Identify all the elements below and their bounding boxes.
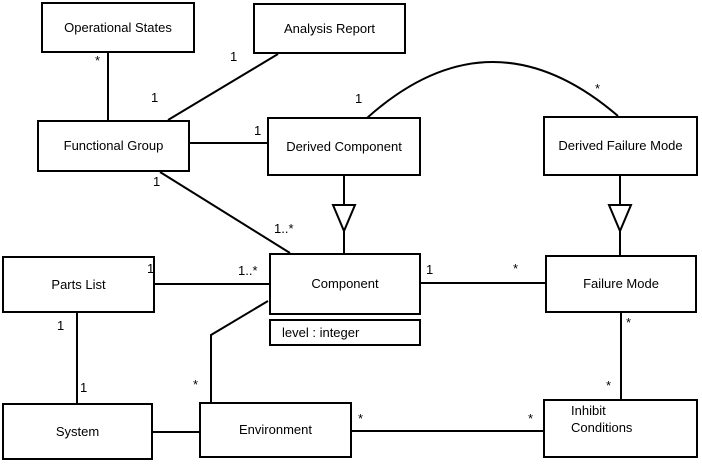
class-name: Operational States bbox=[64, 19, 172, 35]
multiplicity-label: * bbox=[606, 378, 612, 393]
multiplicity-label: 1 bbox=[57, 318, 65, 333]
multiplicity-label: * bbox=[358, 411, 364, 426]
class-name: Environment bbox=[239, 422, 312, 437]
class-name: Component bbox=[311, 276, 379, 291]
multiplicity-label: * bbox=[528, 411, 534, 426]
association-arc-derived-component-derived-failure-mode bbox=[366, 61, 619, 119]
multiplicity-label: * bbox=[626, 315, 632, 330]
multiplicity-label: * bbox=[595, 81, 601, 96]
class-name-line: Conditions bbox=[571, 420, 633, 435]
multiplicity-label: 1..* bbox=[238, 263, 258, 278]
association-functional-group-analysis-report bbox=[167, 53, 279, 121]
multiplicity-label: 1 bbox=[147, 261, 155, 276]
class-operational-states: Operational States bbox=[41, 2, 195, 53]
class-name: Derived Failure Mode bbox=[558, 138, 683, 153]
association-environment-component bbox=[210, 300, 269, 402]
multiplicity-label: 1 bbox=[426, 262, 434, 277]
class-name: Functional Group bbox=[63, 138, 164, 153]
multiplicity-label: 1 bbox=[355, 91, 363, 106]
class-name: Derived Component bbox=[286, 138, 402, 154]
class-environment: Environment bbox=[199, 402, 352, 458]
association-functional-group-component bbox=[159, 171, 291, 254]
multiplicity-label: * bbox=[95, 53, 101, 68]
class-name: System bbox=[55, 423, 100, 439]
class-component-attributes: level : integer bbox=[269, 319, 421, 346]
generalization-triangle-icon bbox=[607, 204, 633, 234]
generalization-triangle-icon bbox=[331, 204, 357, 234]
attribute-label: level : integer bbox=[282, 324, 360, 340]
class-derived-component: Derived Component bbox=[267, 117, 421, 176]
multiplicity-label: 1..* bbox=[274, 221, 294, 236]
class-functional-group: Functional Group bbox=[37, 120, 190, 172]
class-analysis-report: Analysis Report bbox=[253, 3, 406, 54]
multiplicity-label: 1 bbox=[151, 90, 159, 105]
class-name-line: Inhibit bbox=[571, 403, 606, 418]
class-failure-mode: Failure Mode bbox=[545, 255, 697, 313]
class-derived-failure-mode: Derived Failure Mode bbox=[543, 116, 698, 176]
class-parts-list: Parts List bbox=[2, 256, 155, 313]
multiplicity-label: 1 bbox=[80, 380, 88, 395]
multiplicity-label: 1 bbox=[230, 49, 238, 64]
class-component: Component bbox=[269, 253, 421, 315]
multiplicity-label: 1 bbox=[254, 123, 262, 138]
multiplicity-label: 1 bbox=[153, 174, 161, 189]
class-name: Analysis Report bbox=[283, 20, 376, 36]
class-name: Parts List bbox=[51, 276, 106, 292]
multiplicity-label: * bbox=[513, 261, 519, 276]
class-inhibit-conditions: Inhibit Conditions bbox=[543, 399, 698, 458]
multiplicity-label: * bbox=[193, 377, 199, 392]
class-name: Failure Mode bbox=[583, 276, 659, 291]
class-system: System bbox=[2, 403, 153, 460]
